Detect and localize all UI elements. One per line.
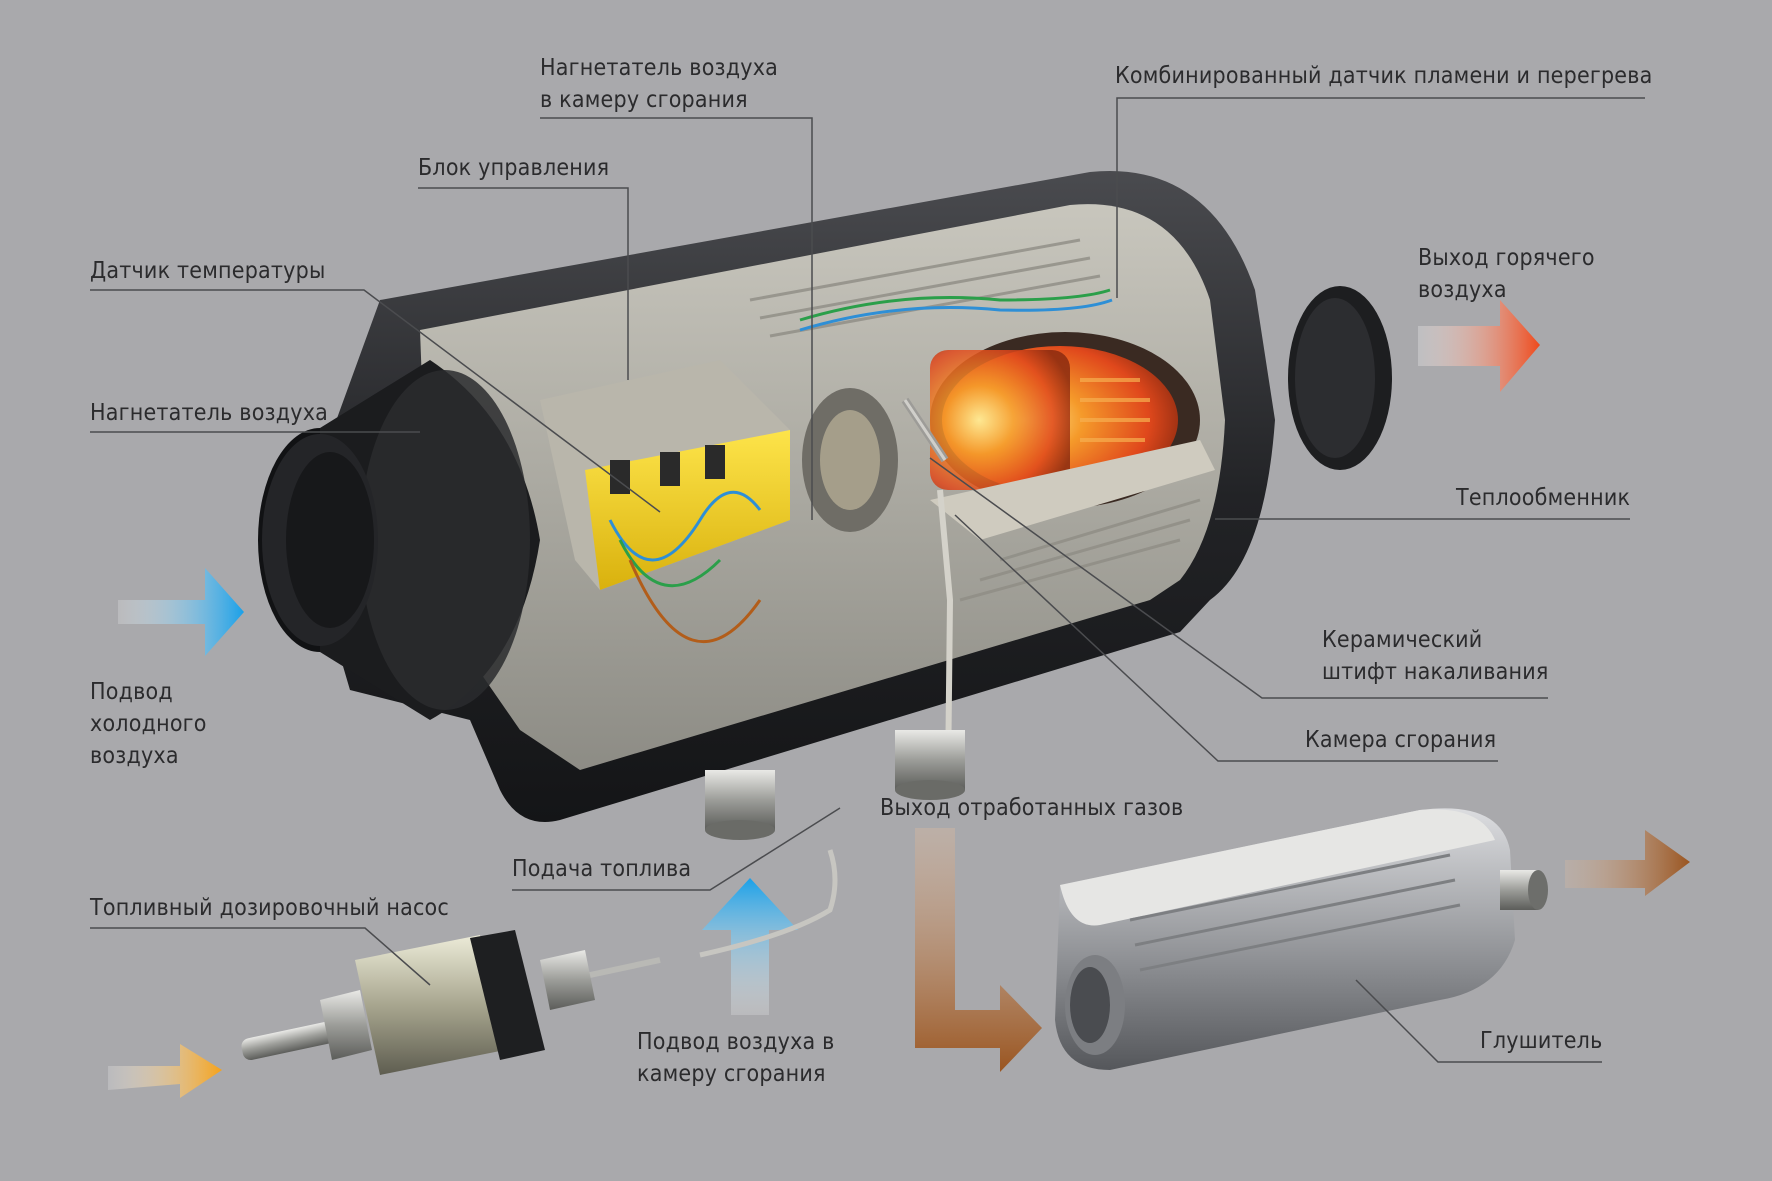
leader-flame-sensor: [1116, 97, 1645, 298]
label-cold-air-inlet: Подвод холодного воздуха: [90, 679, 207, 769]
cold-air-inlet-arrow: [118, 568, 244, 656]
leader-fuel-pump: [90, 927, 431, 986]
hot-air-outlet-arrow: [1418, 300, 1540, 392]
muffler: [1055, 808, 1548, 1070]
leader-muffler: [1355, 979, 1602, 1063]
fuel-inlet-arrow: [108, 1044, 222, 1098]
muffler-exhaust-arrow: [1565, 830, 1690, 896]
leader-lines: [90, 97, 1645, 1063]
leader-control-unit: [418, 187, 629, 380]
chamber-air-arrow: [702, 878, 798, 1015]
label-exhaust-outlet: Выход отработанных газов: [880, 795, 1184, 821]
leader-combustion-chamber: [954, 514, 1498, 762]
leader-air-blower-chamber: [540, 117, 813, 520]
label-control-unit: Блок управления: [418, 155, 610, 181]
leader-fuel-supply: [512, 807, 841, 891]
exhaust-arrow: [915, 828, 1042, 1072]
label-glow-pin: Керамический штифт накаливания: [1322, 627, 1549, 685]
label-fuel-pump: Топливный дозировочный насос: [90, 895, 449, 921]
label-hot-air-outlet: Выход горячего воздуха: [1418, 245, 1595, 303]
label-muffler: Глушитель: [1480, 1028, 1603, 1054]
label-air-blower-chamber: Нагнетатель воздуха в камеру сгорания: [540, 55, 779, 113]
leader-glow-pin: [929, 457, 1548, 699]
fuel-pump: [241, 849, 838, 1075]
heater-unit: [258, 170, 1392, 840]
label-temp-sensor: Датчик температуры: [90, 258, 326, 284]
label-flame-overheat-sensor: Комбинированный датчик пламени и перегре…: [1115, 63, 1653, 89]
label-fuel-supply: Подача топлива: [512, 856, 692, 882]
label-combustion-chamber: Камера сгорания: [1305, 727, 1497, 753]
label-heat-exchanger: Теплообменник: [1456, 485, 1631, 511]
leader-temp-sensor: [90, 289, 661, 513]
label-air-blower: Нагнетатель воздуха: [90, 400, 329, 426]
label-chamber-air-inlet: Подвод воздуха в камеру сгорания: [637, 1029, 835, 1087]
